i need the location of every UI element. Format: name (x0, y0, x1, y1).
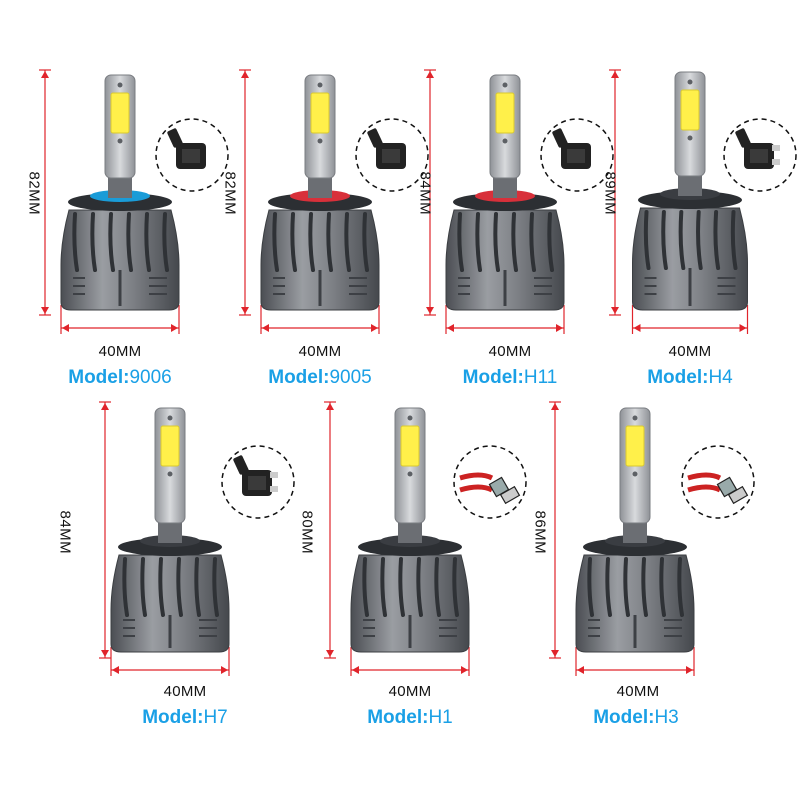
bulb-illustration (39, 69, 229, 334)
width-dimension-line (631, 305, 749, 334)
product-card-h11: 84MM 40MM Model:H11 (395, 60, 614, 400)
height-label: 82MM (221, 171, 239, 216)
connector-inset (540, 118, 614, 192)
heatsink-body (350, 554, 470, 653)
model-prefix: Model: (593, 707, 655, 728)
width-label: 40MM (616, 683, 660, 700)
model-label: Model:H11 (430, 367, 590, 389)
heatsink-body (260, 209, 380, 311)
bulb-base-collar (68, 176, 172, 211)
product-card-9005: 82MM 40MM Model:9005 (200, 60, 429, 400)
height-label: 82MM (25, 171, 43, 216)
led-chip (400, 425, 420, 467)
model-value: H7 (203, 707, 228, 728)
height-label: 80MM (298, 510, 316, 555)
model-prefix: Model: (142, 707, 204, 728)
bulb-stem (674, 71, 706, 177)
led-chip (680, 89, 700, 131)
width-dimension-line (60, 305, 180, 334)
connector-inset (355, 118, 429, 192)
bulb-illustration (239, 69, 429, 334)
heatsink-body (110, 554, 230, 653)
bulb-base-collar (118, 521, 222, 556)
height-label: 84MM (416, 171, 434, 216)
width-dimension-line (445, 305, 565, 334)
bulb-illustration (549, 401, 755, 676)
height-label: 84MM (56, 510, 74, 555)
width-label: 40MM (668, 343, 712, 360)
bulb-stem (154, 407, 186, 524)
height-dimension-line (39, 69, 51, 316)
width-label: 40MM (98, 343, 142, 360)
model-label: Model:9005 (240, 367, 400, 389)
height-dimension-line (424, 69, 436, 316)
led-chip (310, 92, 330, 134)
height-dimension-line (549, 401, 561, 659)
width-label: 40MM (388, 683, 432, 700)
connector-inset (453, 445, 527, 519)
model-prefix: Model: (647, 367, 709, 388)
model-prefix: Model: (462, 367, 524, 388)
model-value: H3 (654, 707, 679, 728)
width-label: 40MM (163, 683, 207, 700)
connector-inset (221, 445, 295, 519)
model-value: 9005 (329, 367, 372, 388)
product-card-h7: 84MM 40MM Model:H7 (56, 400, 310, 740)
bulb-stem (104, 74, 136, 179)
model-value: H4 (708, 367, 733, 388)
bulb-base-collar (583, 521, 687, 556)
width-dimension-line (260, 305, 380, 334)
heatsink-body (60, 209, 180, 311)
bulb-illustration (99, 401, 295, 676)
model-label: Model:H3 (556, 707, 716, 729)
model-label: Model:H4 (610, 367, 770, 389)
width-dimension-line (110, 647, 230, 676)
height-dimension-line (239, 69, 251, 316)
model-label: Model:9006 (40, 367, 200, 389)
led-chip (625, 425, 645, 467)
bulb-base-collar (358, 521, 462, 556)
width-label: 40MM (298, 343, 342, 360)
model-prefix: Model: (68, 367, 130, 388)
model-prefix: Model: (268, 367, 330, 388)
model-prefix: Model: (367, 707, 429, 728)
product-card-9006: 82MM 40MM Model:9006 (0, 60, 229, 400)
led-chip (160, 425, 180, 467)
bulb-base-collar (638, 174, 742, 209)
product-card-h1: 80MM 40MM Model:H1 (290, 400, 530, 740)
connector-inset (681, 445, 755, 519)
width-dimension-line (575, 647, 695, 676)
bulb-stem (304, 74, 336, 179)
led-chip (110, 92, 130, 134)
height-label: 86MM (531, 510, 549, 555)
model-value: H1 (428, 707, 453, 728)
bulb-stem (619, 407, 651, 524)
heatsink-body (445, 209, 565, 311)
heatsink-body (575, 554, 695, 653)
model-label: Model:H7 (105, 707, 265, 729)
model-value: 9006 (129, 367, 172, 388)
width-dimension-line (350, 647, 470, 676)
led-chip (495, 92, 515, 134)
bulb-stem (394, 407, 426, 524)
product-card-h4: 89MM 40MM Model:H4 (590, 60, 800, 400)
model-label: Model:H1 (330, 707, 490, 729)
bulb-illustration (609, 69, 797, 334)
heatsink-body (632, 207, 748, 311)
product-card-h3: 86MM 40MM Model:H3 (520, 400, 770, 740)
bulb-base-collar (268, 176, 372, 211)
bulb-stem (489, 74, 521, 179)
connector-inset (723, 118, 797, 192)
width-label: 40MM (488, 343, 532, 360)
bulb-illustration (324, 401, 527, 676)
connector-inset (155, 118, 229, 192)
height-label: 89MM (601, 171, 619, 216)
bulb-base-collar (453, 176, 557, 211)
bulb-illustration (424, 69, 614, 334)
height-dimension-line (609, 69, 621, 316)
model-value: H11 (523, 367, 558, 388)
height-dimension-line (99, 401, 111, 659)
height-dimension-line (324, 401, 336, 659)
